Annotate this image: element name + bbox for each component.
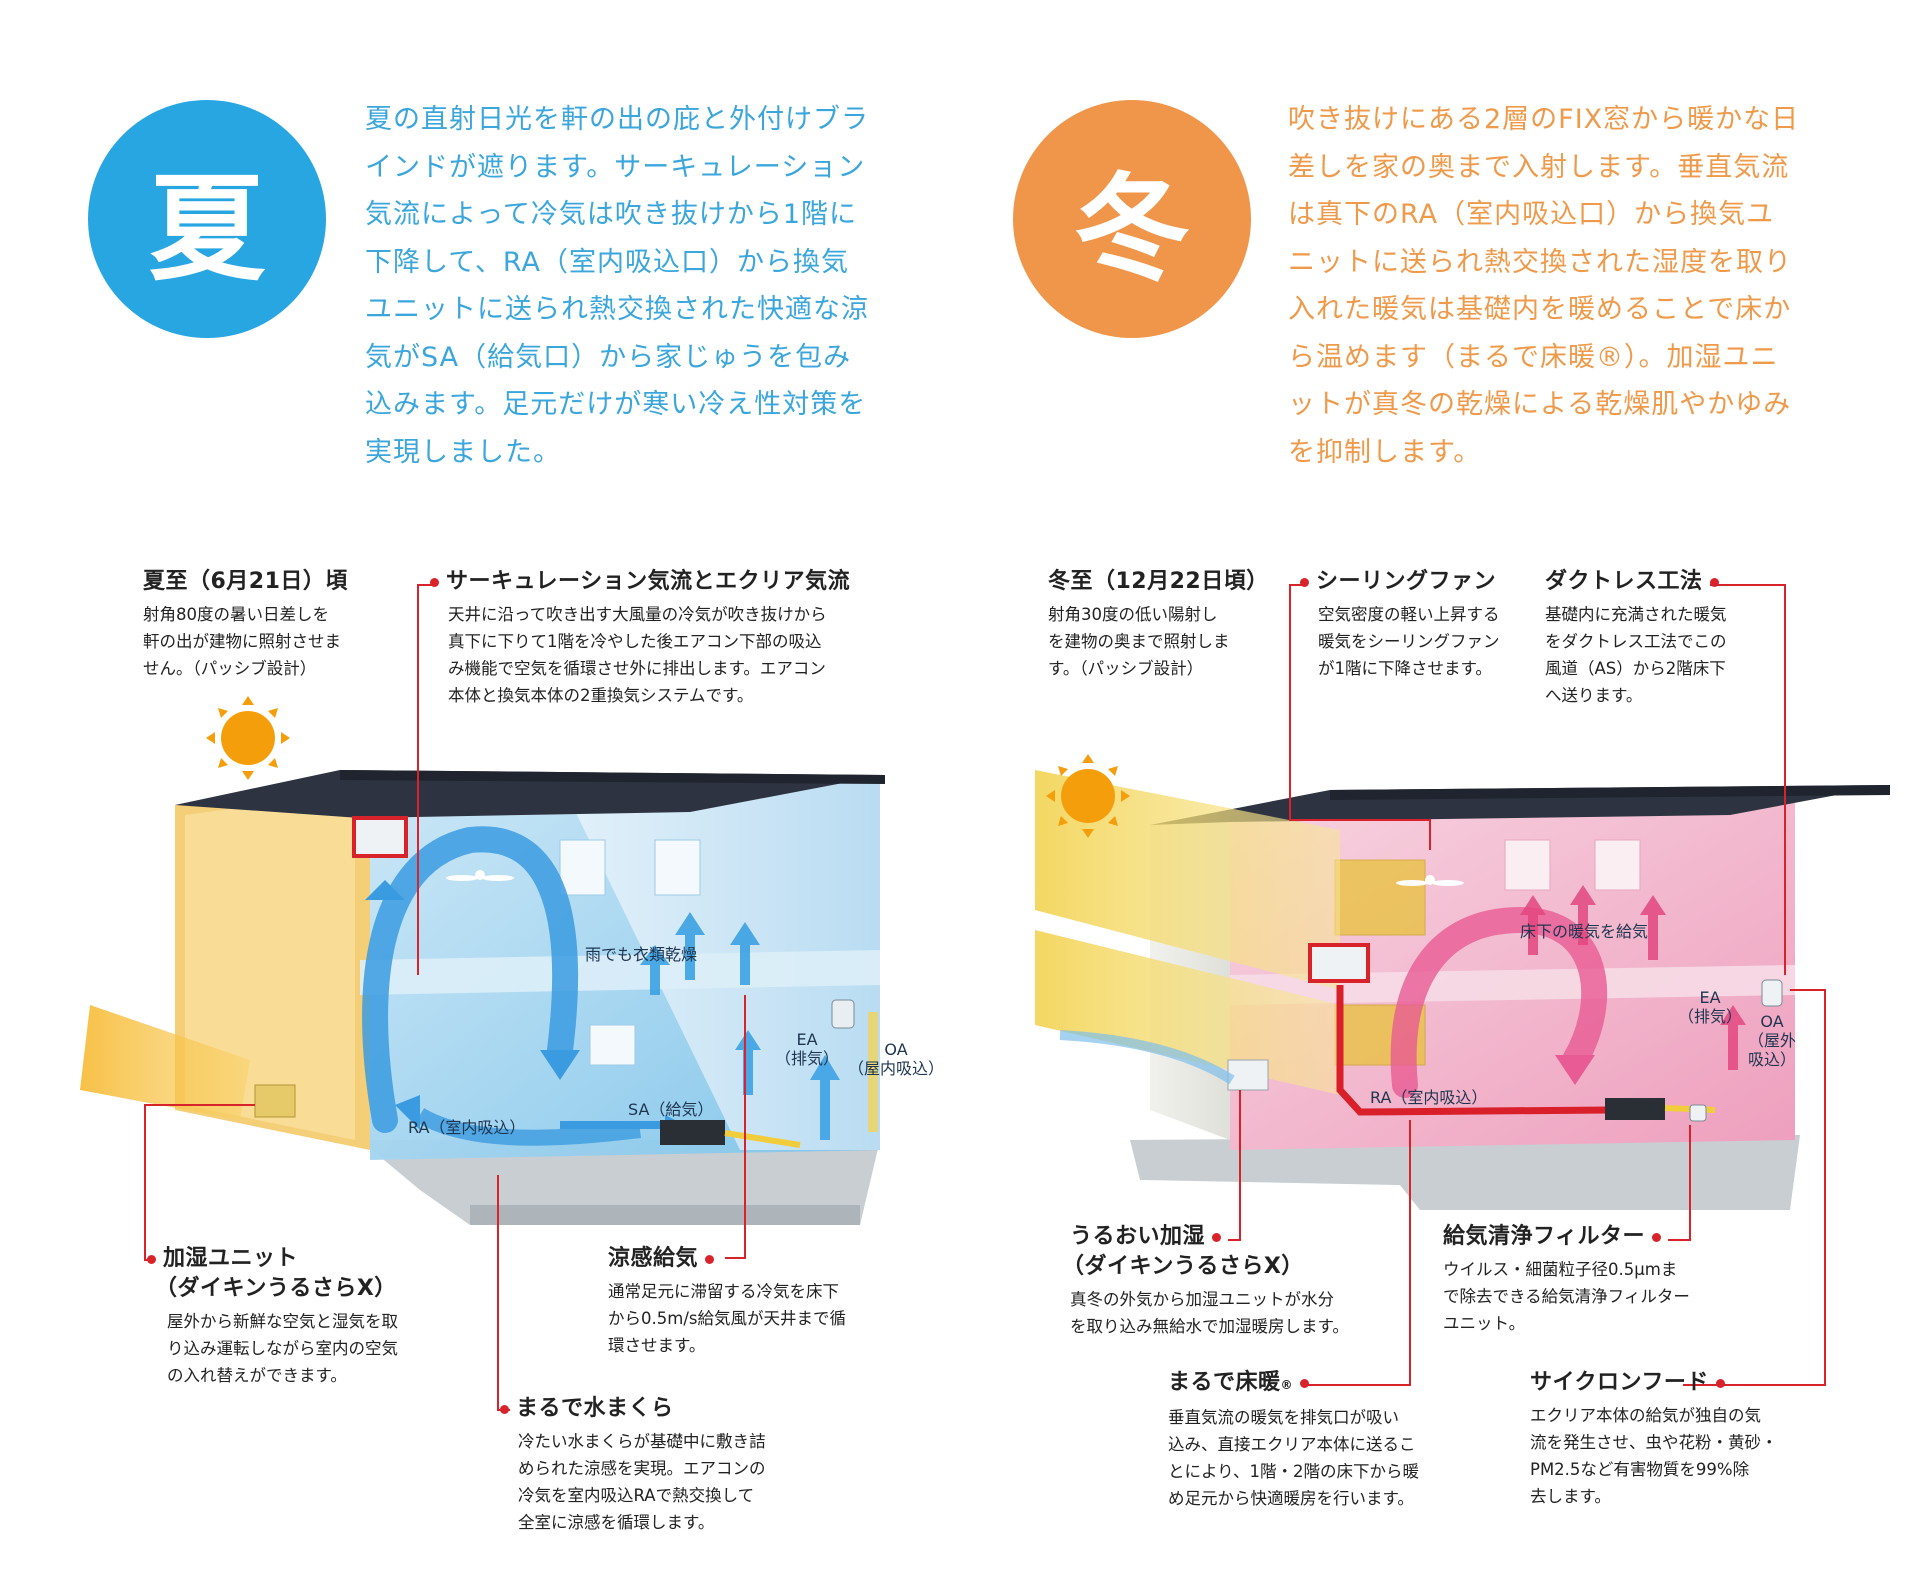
summer-callout-water-pillow: まるで水まくら 冷たい水まくらが基礎中に敷き詰 められた涼感を実現。エアコンの … — [500, 1394, 766, 1536]
winter-callout-ductless: ダクトレス工法 基礎内に充満された暖気 をダクトレス工法でこの 風道（AS）から… — [1545, 569, 1727, 705]
bullet-dot — [1709, 577, 1719, 587]
winter-callout-filter: 給気清浄フィルター ウイルス・細菌粒子径0.5μmま で除去できる給気清浄フィル… — [1443, 1224, 1690, 1333]
winter-callout-ceiling-fan: シーリングファン 空気密度の軽い上昇する 暖気をシーリングファン が1階に下降さ… — [1300, 567, 1500, 682]
summer-callout-humidifier: 加湿ユニット （ダイキンうるさらX） 屋外から新鮮な空気と湿気を取 り込み運転し… — [147, 1244, 398, 1389]
winter-leader-lines — [1228, 584, 1826, 1386]
sun-icon — [1046, 754, 1130, 838]
winter-label-oa: OA （屋外 吸込） — [1748, 1012, 1797, 1069]
ceiling-fan-icon — [1396, 875, 1464, 886]
bullet-dot — [1652, 1232, 1662, 1242]
ceiling-fan-icon — [446, 870, 514, 881]
bullet-dot — [1300, 1378, 1310, 1388]
sun-icon — [206, 696, 290, 780]
winter-callout-solstice: 冬至（12月22日頃） 射角30度の低い陽射し を建物の奥まで照射しま す。（パ… — [1048, 569, 1269, 678]
summer-house — [80, 770, 885, 1225]
winter-intro: 吹き抜けにある2層のFIX窓から暖かな日 差しを家の奥まで入射します。垂直気流 … — [1288, 104, 1800, 468]
summer-callout-solstice: 夏至（6月21日）頃 射角80度の暑い日差しを 軒の出が建物に照射させま せん。… — [143, 569, 348, 678]
summer-badge: 夏 — [88, 100, 326, 338]
summer-label-rain-drying: 雨でも衣類乾燥 — [585, 945, 698, 964]
winter-callout-floor-heating: まるで床暖® 垂直気流の暖気を排気口が吸い 込み、直接エクリア本体に送るこ とに… — [1168, 1370, 1420, 1508]
winter-badge: 冬 — [1013, 100, 1251, 338]
winter-callout-cyclone: サイクロンフード エクリア本体の給気が独自の気 流を発生させ、虫や花粉・黄砂・ … — [1530, 1370, 1778, 1506]
winter-label-floor-heat: 床下の暖気を給気 — [1520, 922, 1649, 941]
summer-label-ea: EA （排気） — [775, 1030, 840, 1068]
winter-callout-humidifier: うるおい加湿 （ダイキンうるさらX） 真冬の外気から加湿ユニットが水分 を取り込… — [1062, 1224, 1349, 1336]
bullet-dot — [500, 1404, 509, 1414]
summer-callout-circulation: サーキュレーション気流とエクリア気流 天井に沿って吹き出す大風量の冷気が吹き抜け… — [430, 567, 850, 709]
bullet-dot — [147, 1254, 156, 1264]
bullet-dot — [705, 1254, 715, 1264]
summer-label-oa: OA （屋内吸込） — [848, 1040, 945, 1078]
winter-label-ra: RA（室内吸込） — [1370, 1088, 1488, 1107]
summer-label-ra: RA（室内吸込） — [408, 1118, 526, 1137]
bullet-dot — [1300, 577, 1309, 587]
winter-label-ea: EA （排気） — [1678, 988, 1743, 1026]
bullet-dot — [1212, 1232, 1222, 1242]
summer-intro: 夏の直射日光を軒の出の庇と外付けブラ インドが遮ります。サーキュレーション 気流… — [365, 104, 869, 468]
summer-callout-cool-supply: 涼感給気 通常足元に滞留する冷気を床下 から0.5m/s給気風が天井まで循 環さ… — [608, 1246, 846, 1355]
winter-house — [1035, 770, 1890, 1210]
bullet-dot — [430, 577, 439, 587]
bullet-dot — [1715, 1378, 1725, 1388]
summer-label-sa: SA（給気） — [628, 1100, 714, 1119]
